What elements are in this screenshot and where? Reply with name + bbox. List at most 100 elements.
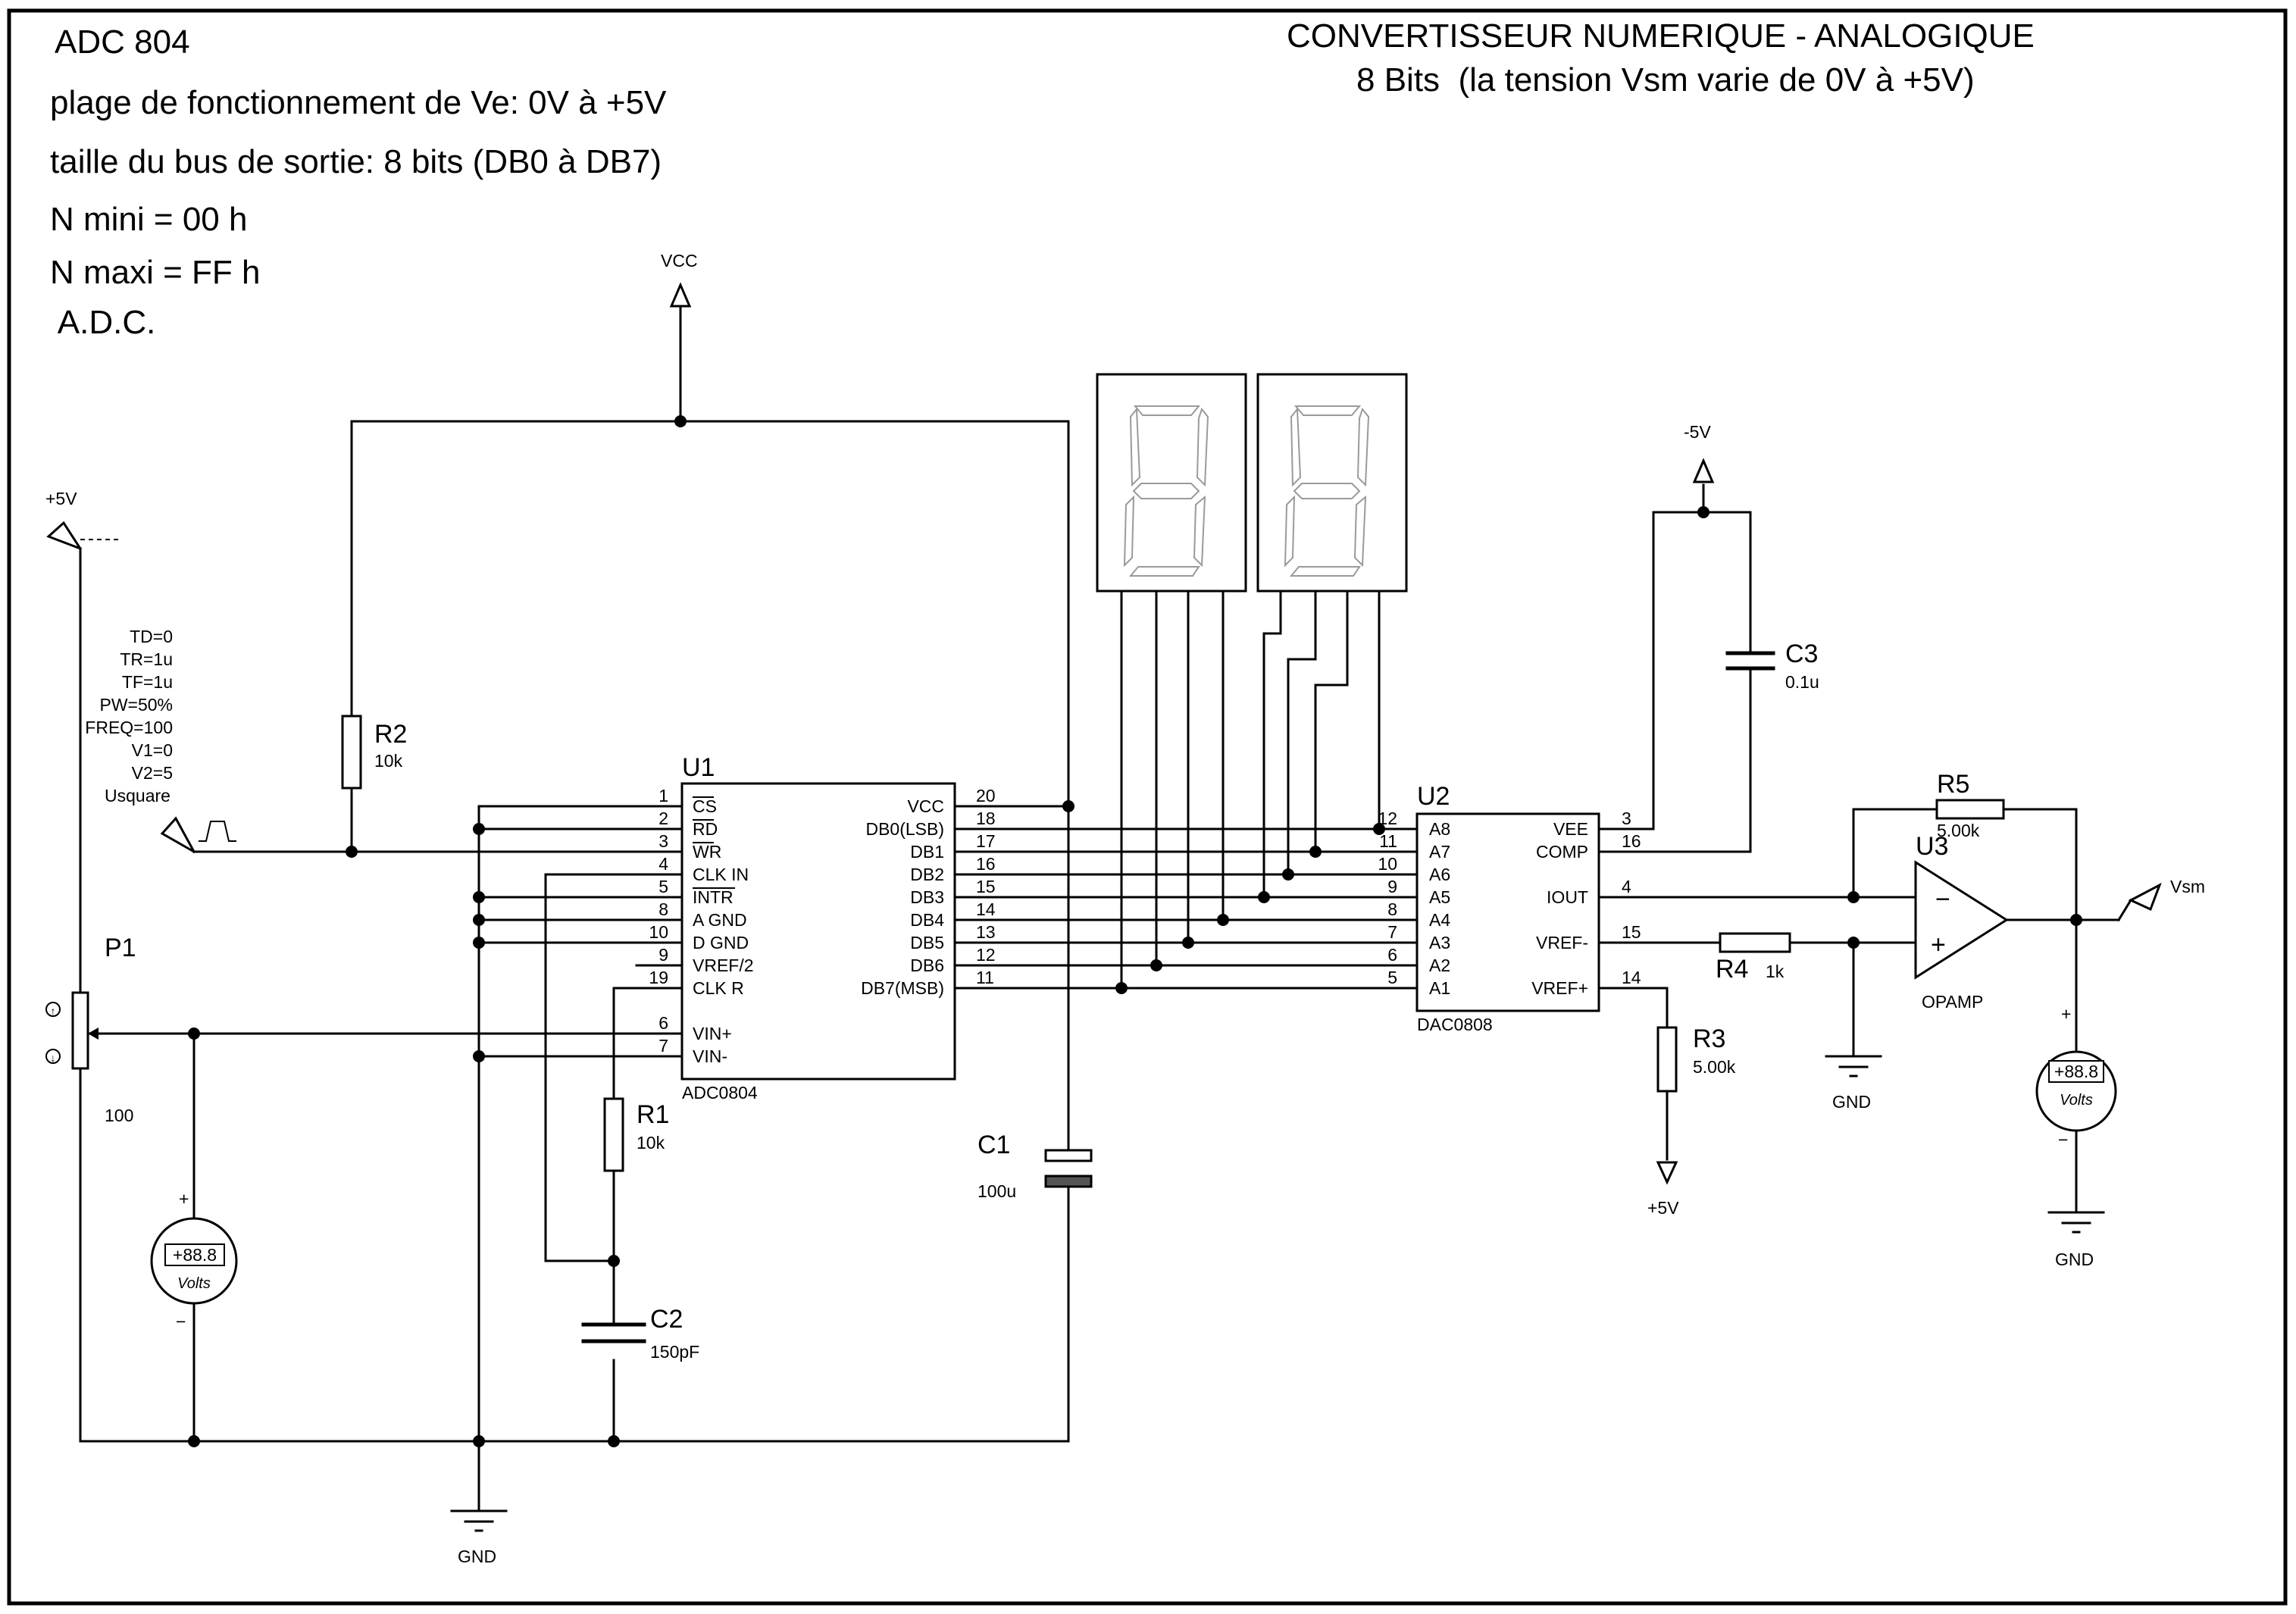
opamp-u3: U3 − + OPAMP Vsm — [1914, 832, 2205, 1012]
r5-ref: R5 — [1937, 770, 1969, 799]
u1-pin-number: 20 — [976, 786, 996, 805]
u2-pin-name: A6 — [1429, 865, 1450, 884]
seven-segment-display-1 — [1096, 373, 1247, 593]
source-param-v1: V1=0 — [132, 740, 173, 760]
gnd-label-main: GND — [458, 1547, 496, 1566]
u1-pin-number: 16 — [976, 854, 996, 874]
source-label: Usquare — [105, 786, 170, 805]
plus5v-label-r3: +5V — [1647, 1198, 1679, 1218]
u1-pin-name: WR — [693, 842, 721, 862]
u1-pin-number: 15 — [976, 877, 996, 896]
r4-value: 1k — [1766, 962, 1785, 981]
plus5v-terminal-r3: +5V — [1647, 1161, 1679, 1218]
u1-pin-name: DB0(LSB) — [865, 819, 944, 839]
u1-pin-name: DB7(MSB) — [861, 978, 944, 998]
u1-pin-name: D GND — [693, 933, 749, 952]
u2-pin-number: 14 — [1622, 968, 1641, 987]
voltmeter-output: + +88.8 Volts − — [2035, 1004, 2117, 1150]
voltmeter-input: + +88.8 Volts − — [150, 1189, 238, 1331]
note-line-3: taille du bus de sortie: 8 bits (DB0 à D… — [50, 143, 662, 180]
u1-pin-number: 7 — [658, 1036, 668, 1056]
u1-pin-name: DB4 — [910, 910, 944, 930]
ground-symbol-opamp: GND — [1825, 1050, 1882, 1112]
voltmeter-2-reading: +88.8 — [2054, 1062, 2098, 1081]
u1-pin-number: 9 — [658, 945, 668, 965]
u1-ref: U1 — [682, 753, 715, 782]
display-2-digit-icon — [1284, 405, 1370, 577]
u3-plus: + — [1931, 931, 1946, 959]
u1-pin-number: 11 — [976, 968, 994, 987]
u1-pin-name: A GND — [693, 910, 747, 930]
capacitor-c3: C3 0.1u — [1725, 640, 1819, 692]
u2-pin-number: 15 — [1622, 922, 1641, 942]
voltmeter-1-minus: − — [176, 1312, 186, 1331]
note-line-1: ADC 804 — [55, 23, 190, 61]
u2-pin-name: A5 — [1429, 887, 1450, 907]
u1-pin-name: INTR — [693, 887, 734, 907]
source-param-freq: FREQ=100 — [85, 718, 173, 737]
vcc-terminal: VCC — [661, 251, 698, 308]
r3-ref: R3 — [1693, 1024, 1725, 1053]
u1-pin-name: CS — [693, 796, 717, 816]
c3-value: 0.1u — [1785, 672, 1819, 692]
u1-pin-number: 5 — [658, 877, 668, 896]
source-param-v2: V2=5 — [132, 763, 173, 783]
u1-pin-number: 19 — [649, 968, 668, 987]
vcc-label: VCC — [661, 251, 698, 271]
c3-ref: C3 — [1785, 640, 1818, 668]
source-param-td: TD=0 — [130, 627, 173, 646]
u2-pin-name: A1 — [1429, 978, 1450, 998]
r3-value: 5.00k — [1693, 1057, 1736, 1077]
u2-ref: U2 — [1417, 782, 1450, 811]
resistor-r4: R4 1k — [1716, 932, 1791, 984]
u2-pin-number: 4 — [1622, 877, 1631, 896]
u1-pin-name: VREF/2 — [693, 956, 754, 975]
u1-pin-number: 14 — [976, 899, 996, 919]
u1-pin-name: VIN- — [693, 1046, 727, 1066]
u1-pin-number: 8 — [658, 899, 668, 919]
u2-pin-number: 12 — [1378, 809, 1397, 828]
u2-pin-name: A3 — [1429, 933, 1450, 952]
u2-pin-name: A8 — [1429, 819, 1450, 839]
u2-pin-number: 10 — [1378, 854, 1397, 874]
r5-value: 5.00k — [1937, 821, 1980, 840]
potentiometer-p1: ↑ ↓ P1 100 — [45, 934, 136, 1125]
u3-minus: − — [1935, 885, 1950, 914]
resistor-r1: R1 10k — [603, 1097, 669, 1172]
plus5v-label: +5V — [45, 489, 77, 508]
u2-pin-name: IOUT — [1547, 887, 1588, 907]
source-param-tf: TF=1u — [122, 672, 173, 692]
capacitor-c2: C2 150pF — [581, 1305, 699, 1362]
gnd-label-meter: GND — [2055, 1250, 2094, 1269]
voltmeter-1-plus: + — [179, 1189, 189, 1209]
voltmeter-1-unit: Volts — [177, 1275, 211, 1292]
junctions — [188, 415, 2082, 1447]
u1-pin-name: VIN+ — [693, 1024, 732, 1043]
u2-name: DAC0808 — [1417, 1015, 1493, 1034]
r2-ref: R2 — [374, 720, 407, 749]
u1-pin-name: DB1 — [910, 842, 944, 862]
p1-up-icon: ↑ — [51, 1005, 56, 1017]
u2-pin-name: A2 — [1429, 956, 1450, 975]
u1-pin-number: 6 — [658, 1013, 668, 1033]
voltmeter-1-reading: +88.8 — [173, 1245, 217, 1265]
voltmeter-2-plus: + — [2061, 1004, 2071, 1024]
resistor-r2: R2 10k — [341, 715, 407, 790]
u1-pin-name: RD — [693, 819, 718, 839]
u1-pin-name: DB5 — [910, 933, 944, 952]
u2-pin-name: A4 — [1429, 910, 1450, 930]
u1-pin-name: DB2 — [910, 865, 944, 884]
capacitor-c1: C1 100u — [978, 1131, 1093, 1201]
u2-pin-number: 7 — [1387, 922, 1397, 942]
u2-pin-name: A7 — [1429, 842, 1450, 862]
resistor-r5: R5 5.00k — [1935, 770, 2005, 840]
c1-value: 100u — [978, 1181, 1016, 1201]
wires — [79, 305, 2133, 1512]
r4-ref: R4 — [1716, 955, 1748, 984]
u2-pin-number: 11 — [1379, 831, 1397, 851]
title-line-2: 8 Bits (la tension Vsm varie de 0V à +5V… — [1356, 61, 1975, 99]
voltmeter-2-unit: Volts — [2060, 1092, 2093, 1109]
